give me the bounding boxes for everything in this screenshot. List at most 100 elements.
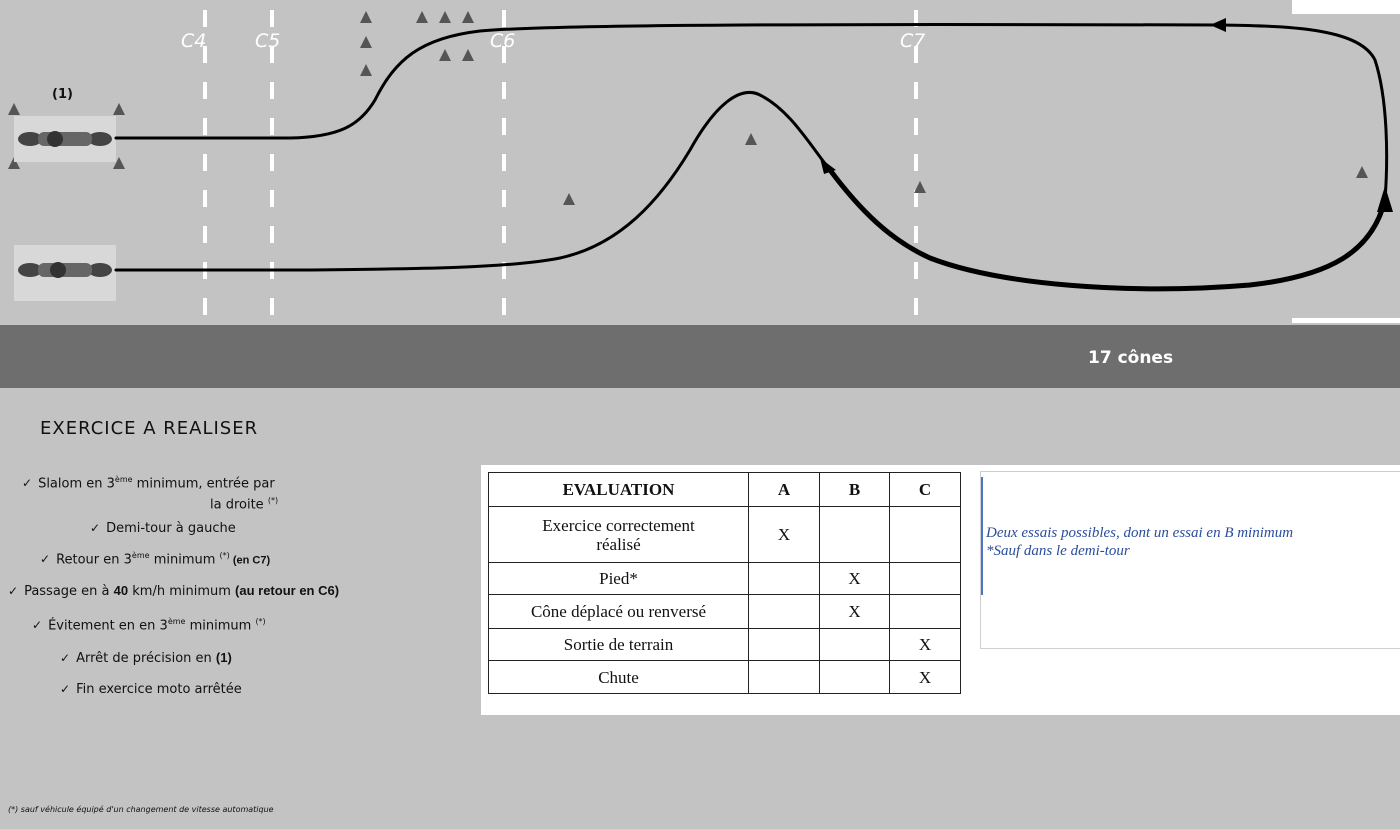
instruction-text: ème — [114, 475, 133, 484]
instruction-item: ✓Fin exercice moto arrêtée — [60, 682, 242, 697]
cone — [439, 49, 451, 61]
checkmark-icon: ✓ — [60, 651, 71, 665]
lane-label-c5: C5 — [255, 30, 281, 52]
lane-label-c6: C6 — [490, 30, 516, 52]
cone — [360, 36, 372, 48]
lane-label-c7: C7 — [900, 30, 926, 52]
footnote: (*) sauf véhicule équipé d'un changement… — [8, 805, 274, 814]
cone — [8, 103, 20, 115]
instruction-item: la droite (*) — [210, 496, 278, 512]
checkmark-icon: ✓ — [8, 584, 19, 598]
cone — [462, 11, 474, 23]
table-row: Pied* X — [488, 562, 961, 595]
instruction-text: minimum — [185, 618, 256, 634]
instruction-text: minimum, entrée par — [132, 476, 275, 492]
header-a: A — [748, 472, 820, 507]
grade-b-cell: X — [819, 562, 890, 595]
instruction-text: Passage en à — [24, 584, 114, 599]
lower-path — [114, 90, 832, 272]
criterion-cell: Pied* — [488, 562, 749, 595]
instruction-text: 40 — [113, 583, 129, 598]
cone — [416, 11, 428, 23]
instruction-text: Slalom en 3 — [38, 476, 115, 492]
arrow-left-icon — [1210, 18, 1226, 32]
upper-path — [114, 23, 1389, 202]
grade-c-cell: X — [889, 628, 961, 661]
table-row: Sortie de terrain X — [488, 628, 961, 661]
instruction-item: ✓ Retour en 3ème minimum (*) (en C7) — [40, 551, 270, 567]
stop-point-label: (1) — [52, 87, 73, 102]
instruction-text: Retour en 3 — [56, 552, 132, 568]
cone — [1356, 166, 1368, 178]
criterion-cell: Chute — [488, 660, 749, 694]
instruction-item: ✓ Passage en à 40 km/h minimum (au retour… — [8, 583, 339, 599]
header-b: B — [819, 472, 890, 507]
track-diagram — [0, 0, 1400, 325]
checkmark-icon: ✓ — [40, 552, 51, 567]
evaluation-table: EVALUATION A B C Exercice correctement r… — [488, 472, 961, 694]
table-row: Exercice correctement réalisé X — [488, 506, 961, 563]
instruction-text: km/h minimum — [128, 584, 236, 599]
cone — [563, 193, 575, 205]
grade-a-cell — [748, 594, 820, 629]
note-text: Deux essais possibles, dont un essai en … — [986, 524, 1386, 560]
note-box — [980, 471, 1400, 649]
grade-c-cell — [889, 562, 961, 595]
instruction-text: (1) — [215, 650, 232, 665]
instruction-text: Évitement en en 3 — [48, 618, 168, 634]
grade-b-cell — [819, 506, 890, 563]
exercise-title: EXERCICE A REALISER — [40, 418, 259, 439]
grade-c-cell — [889, 506, 961, 563]
cone — [462, 49, 474, 61]
instruction-text: (*) — [267, 496, 279, 505]
track-surface — [0, 0, 1400, 325]
checkmark-icon: ✓ — [32, 618, 43, 633]
criterion-cell: Sortie de terrain — [488, 628, 749, 661]
note-line-1: Deux essais possibles, dont un essai en … — [986, 525, 1294, 541]
grade-b-cell — [819, 628, 890, 661]
header-evaluation: EVALUATION — [488, 472, 749, 507]
checkmark-icon: ✓ — [22, 476, 33, 491]
cone — [745, 133, 757, 145]
cone — [914, 181, 926, 193]
cone — [360, 64, 372, 76]
road-band — [0, 325, 1400, 388]
instruction-text: ème — [167, 617, 186, 626]
header-c: C — [889, 472, 961, 507]
grade-a-cell — [748, 628, 820, 661]
grade-b-cell: X — [819, 594, 890, 629]
instruction-text: ème — [131, 551, 150, 560]
criterion-cell: Cône déplacé ou renversé — [488, 594, 749, 629]
grade-c-cell: X — [889, 660, 961, 694]
instruction-text: (au retour en C6) — [235, 583, 340, 598]
motorcycle-icon — [14, 245, 116, 301]
cone — [360, 11, 372, 23]
grade-a-cell: X — [748, 506, 820, 563]
criterion-cell: Exercice correctement réalisé — [488, 506, 749, 563]
note-accent-bar — [981, 477, 983, 595]
instruction-text: (*) — [219, 551, 230, 560]
lane-label-c4: C4 — [181, 30, 207, 52]
checkmark-icon: ✓ — [90, 521, 101, 535]
cone — [8, 157, 20, 169]
instruction-text: minimum — [149, 552, 220, 568]
instruction-item: ✓ Slalom en 3ème minimum, entrée par — [22, 475, 275, 491]
cone — [439, 11, 451, 23]
motorcycle-icon — [14, 116, 116, 162]
instruction-text: Demi-tour à gauche — [106, 521, 236, 536]
instruction-item: ✓ Évitement en en 3ème minimum (*) — [32, 617, 266, 633]
instruction-text: la droite — [210, 497, 268, 513]
cone — [113, 157, 125, 169]
cone — [113, 103, 125, 115]
instruction-text: (*) — [255, 617, 266, 626]
table-row: Cône déplacé ou renversé X — [488, 594, 961, 629]
checkmark-icon: ✓ — [60, 682, 71, 696]
instruction-item: ✓Arrêt de précision en (1) — [60, 650, 232, 666]
grade-a-cell — [748, 660, 820, 694]
instruction-item: ✓ Demi-tour à gauche — [90, 521, 236, 536]
grade-c-cell — [889, 594, 961, 629]
note-line-2: *Sauf dans le demi-tour — [986, 543, 1130, 559]
instruction-text: (en C7) — [229, 554, 271, 567]
edge-marking-bottom — [1292, 318, 1400, 323]
arrow-up-icon — [1377, 186, 1393, 212]
